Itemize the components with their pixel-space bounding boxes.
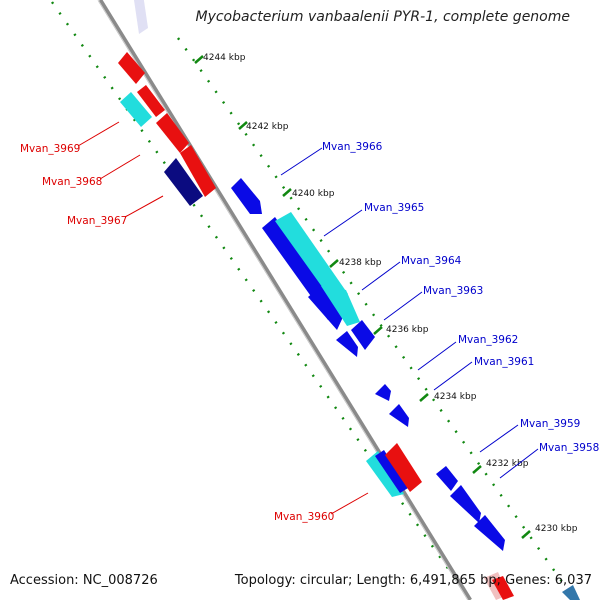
gene-block-bottom: [492, 576, 514, 600]
gene-block: [351, 320, 375, 350]
tick-marks: [194, 55, 531, 539]
gene-block: [450, 485, 481, 523]
forward-strand-genes: [231, 178, 580, 600]
gene-label: Mvan_3961: [474, 356, 534, 368]
gene-block: [137, 85, 165, 117]
gene-block: [474, 515, 505, 551]
tick-label: 4238 kbp: [339, 258, 382, 268]
genome-summary-text: Topology: circular; Length: 6,491,865 bp…: [234, 573, 592, 588]
gene-block: [180, 145, 216, 197]
forward-label-leaders: [280, 147, 539, 479]
outer-dotted-ring-right: [177, 37, 576, 600]
tick-label: 4230 kbp: [535, 524, 578, 534]
genome-backbone-highlight: [97, 0, 469, 600]
gene-block: [385, 443, 422, 492]
reverse-label-leaders: [77, 121, 369, 515]
gene-block: [231, 178, 262, 214]
gene-label: Mvan_3965: [364, 202, 424, 214]
gene-block: [118, 52, 145, 84]
gene-block: [389, 404, 409, 427]
dark-gene-block: [164, 158, 203, 206]
gene-label: Mvan_3968: [42, 176, 102, 188]
gene-label: Mvan_3958: [539, 442, 599, 454]
rna-gene-block: [275, 212, 348, 305]
gene-block: [156, 113, 189, 153]
outer-dotted-ring-left: [51, 1, 471, 600]
tick-label: 4244 kbp: [203, 53, 246, 63]
gene-block-bottom: [562, 585, 580, 600]
map-title: Mycobacterium vanbaalenii PYR-1, complet…: [195, 9, 571, 25]
gene-block: [375, 384, 391, 401]
gene-block: [375, 450, 408, 493]
gene-label: Mvan_3967: [67, 215, 127, 227]
tick-label: 4234 kbp: [434, 392, 477, 402]
gene-label: Mvan_3963: [423, 285, 483, 297]
genome-backbone: [98, 0, 472, 600]
gene-block: [336, 331, 358, 357]
rna-gene-block: [321, 286, 360, 326]
gene-label: Mvan_3962: [458, 334, 518, 346]
rna-gene-block: [120, 92, 152, 127]
gene-label: Mvan_3960: [274, 511, 334, 523]
tick-label: 4232 kbp: [486, 459, 529, 469]
gene-block: [436, 466, 458, 491]
reverse-strand-genes: [118, 0, 422, 497]
tick-label: 4240 kbp: [292, 189, 335, 199]
tick-label: 4236 kbp: [386, 325, 429, 335]
gene-label: Mvan_3959: [520, 418, 580, 430]
gene-block-top: [134, 0, 148, 34]
gene-label: Mvan_3966: [322, 141, 383, 153]
tick-label: 4242 kbp: [246, 122, 289, 132]
gene-label: Mvan_3969: [20, 143, 80, 155]
accession-text: Accession: NC_008726: [10, 573, 158, 588]
rna-gene-block: [366, 451, 404, 497]
gene-block: [308, 286, 343, 330]
gene-label: Mvan_3964: [401, 255, 462, 267]
